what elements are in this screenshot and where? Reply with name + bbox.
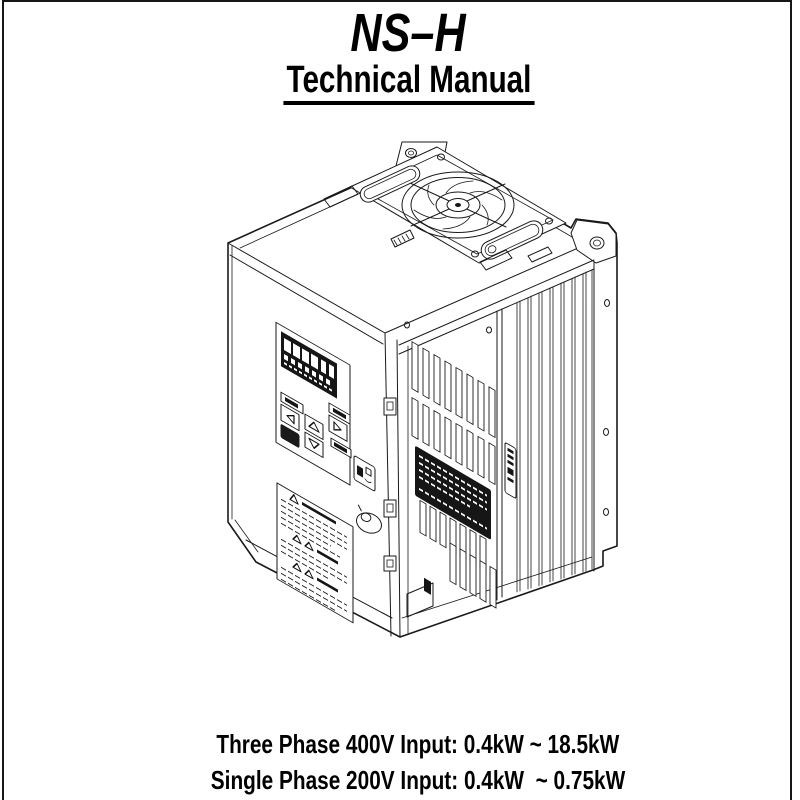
inverter-isometric-drawing	[227, 141, 618, 638]
warning-triangle-icon	[289, 494, 299, 505]
warning-triangle-icon	[304, 541, 314, 552]
warning-triangle-icon	[292, 562, 302, 573]
spec-line-single-phase: Single Phase 200V Input: 0.4kW ~ 0.75kW	[0, 767, 800, 793]
page-subtitle-text: Technical Manual	[283, 61, 535, 105]
spec-line-three-phase-text: Three Phase 400V Input: 0.4kW ~ 18.5kW	[216, 729, 620, 759]
product-nameplate	[415, 446, 491, 540]
heatsink-label	[504, 442, 517, 499]
right-face-vents	[411, 341, 517, 609]
warning-triangle-icon	[292, 534, 302, 545]
spec-line-three-phase: Three Phase 400V Input: 0.4kW ~ 18.5kW	[0, 731, 800, 757]
warning-label	[276, 482, 354, 624]
inverter-figure	[205, 128, 655, 718]
heatsink-fins	[398, 259, 595, 601]
right-arrow-key-icon	[333, 421, 342, 431]
top-sticker	[390, 229, 415, 248]
up-arrow-key-icon	[308, 421, 320, 433]
keypad-display	[281, 331, 337, 399]
page-title: NS–H	[0, 6, 800, 60]
down-arrow-key-icon	[308, 437, 320, 449]
front-panel	[275, 321, 376, 624]
cover-clips	[383, 397, 397, 572]
page-title-text: NS–H	[350, 3, 466, 63]
cover-latch	[356, 504, 382, 534]
bottom-notch	[406, 582, 434, 618]
brand-emblem	[353, 455, 376, 492]
operator-keypad	[275, 321, 352, 486]
left-arrow-key-icon	[286, 415, 295, 425]
top-face-fittings	[323, 165, 553, 271]
warning-triangle-icon	[304, 569, 314, 580]
spec-line-single-phase-text: Single Phase 200V Input: 0.4kW ~ 0.75kW	[210, 765, 626, 795]
keypad-buttons	[280, 391, 352, 459]
side-mounting-plate	[570, 219, 617, 516]
page-subtitle: Technical Manual	[0, 61, 800, 105]
